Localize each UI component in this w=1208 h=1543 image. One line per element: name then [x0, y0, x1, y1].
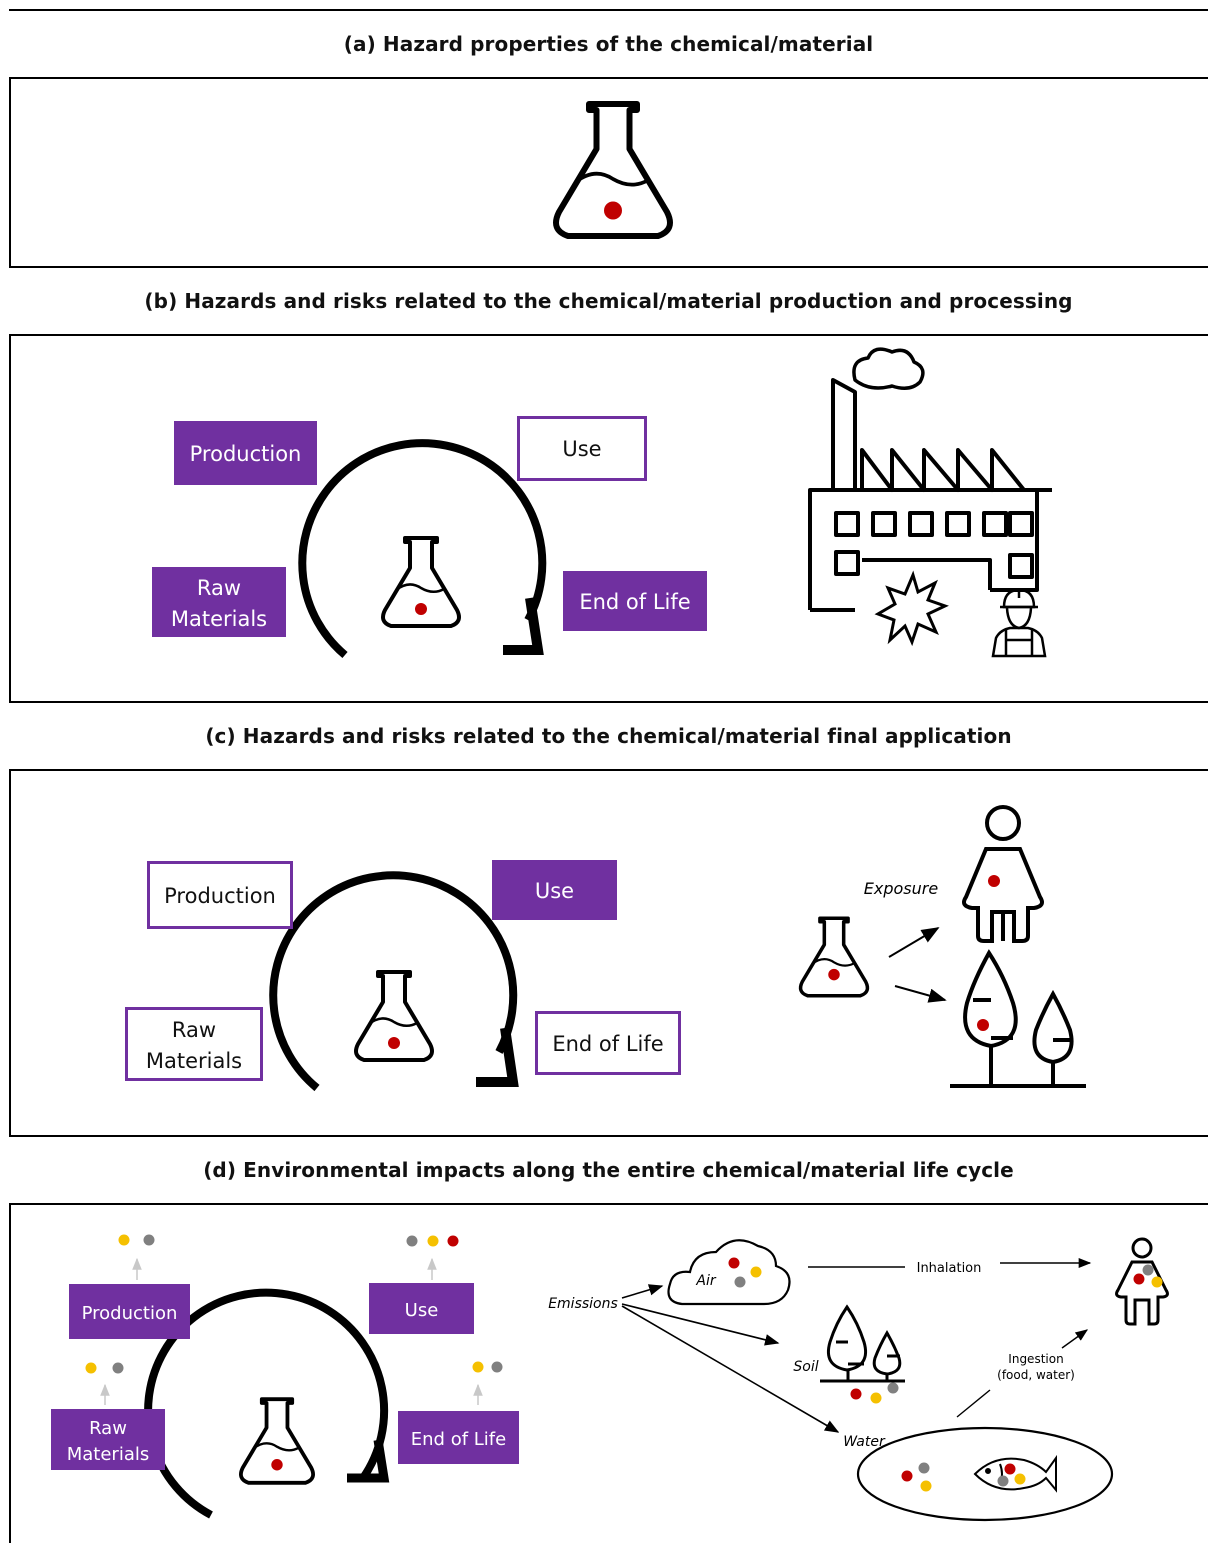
- particle-dot: [1004, 1463, 1016, 1475]
- person-icon: [1115, 1237, 1169, 1326]
- lifecycle-arrow: [269, 871, 519, 1092]
- production-box: Production: [147, 861, 293, 929]
- end-of-life-box: End of Life: [535, 1011, 681, 1075]
- use-box: Use: [517, 416, 647, 481]
- arrow-to-soil: [621, 1303, 780, 1346]
- section-d-title: (d) Environmental impacts along the enti…: [203, 1158, 1014, 1182]
- raw-label-line2: Materials: [146, 1049, 242, 1073]
- particle-dot: [918, 1462, 930, 1474]
- use-emissions: [406, 1235, 459, 1280]
- ingestion-line: [956, 1389, 991, 1418]
- worker-icon: [991, 588, 1047, 658]
- flask-icon: [239, 1397, 315, 1485]
- production-box: Production: [69, 1284, 190, 1339]
- factory-icon: [808, 347, 1052, 612]
- section-c-header: (c) Hazards and risks related to the che…: [9, 701, 1208, 771]
- cloud-icon: [667, 1239, 791, 1306]
- raw-materials-box: Raw Materials: [152, 567, 286, 637]
- emissions-label: Emissions: [548, 1296, 618, 1312]
- use-label: Use: [535, 879, 574, 903]
- flask-icon: [381, 536, 461, 628]
- particle-dot: [977, 1019, 989, 1031]
- particle-dot: [850, 1388, 862, 1400]
- use-box: Use: [492, 860, 617, 920]
- fish-icon: [973, 1454, 1057, 1493]
- particle-dot: [1133, 1273, 1145, 1285]
- particle-dot: [1014, 1473, 1026, 1485]
- section-a-header: (a) Hazard properties of the chemical/ma…: [9, 9, 1208, 79]
- soil-label: Soil: [793, 1359, 818, 1375]
- raw-label-line2: Materials: [67, 1444, 150, 1465]
- flask-icon: [553, 101, 673, 239]
- raw-materials-box: Raw Materials: [125, 1007, 263, 1081]
- production-label: Production: [164, 884, 276, 908]
- production-emissions: [118, 1234, 155, 1280]
- exposure-arrow-human: [888, 927, 940, 958]
- arrow-to-water: [621, 1305, 840, 1433]
- particle-dot: [988, 875, 1000, 887]
- ingestion-arrow: [1061, 1329, 1089, 1349]
- production-label: Production: [190, 442, 302, 466]
- raw-label-line1: Raw: [89, 1418, 127, 1439]
- water-label: Water: [843, 1434, 886, 1450]
- particle-dot: [887, 1382, 899, 1394]
- particle-dot: [997, 1475, 1009, 1487]
- production-box: Production: [174, 421, 317, 485]
- particle-dot: [750, 1266, 762, 1278]
- section-c-title: (c) Hazards and risks related to the che…: [205, 724, 1012, 748]
- inhalation-label: Inhalation: [917, 1261, 982, 1276]
- particle-dot: [920, 1480, 932, 1492]
- end-of-life-label: End of Life: [552, 1032, 663, 1056]
- particle-dot: [901, 1470, 913, 1482]
- end-of-life-label: End of Life: [579, 590, 690, 614]
- particle-dot: [734, 1276, 746, 1288]
- raw-materials-emissions: [85, 1362, 124, 1405]
- section-b-title: (b) Hazards and risks related to the che…: [144, 289, 1073, 313]
- particle-dot: [1151, 1276, 1163, 1288]
- ingestion-label-line2: (food, water): [997, 1368, 1075, 1382]
- raw-label-line1: Raw: [172, 1018, 216, 1042]
- section-b-header: (b) Hazards and risks related to the che…: [9, 266, 1208, 336]
- section-d-header: (d) Environmental impacts along the enti…: [9, 1135, 1208, 1205]
- lifecycle-arrow: [298, 439, 547, 659]
- air-label: Air: [695, 1273, 716, 1289]
- exposure-label: Exposure: [864, 879, 939, 898]
- exposure-arrow-environment: [894, 985, 947, 1003]
- end-of-life-box: End of Life: [563, 571, 707, 631]
- ingestion-label-line1: Ingestion: [1008, 1352, 1063, 1366]
- end-of-life-box: End of Life: [398, 1411, 519, 1464]
- flask-icon: [354, 970, 434, 1062]
- end-of-life-emissions: [472, 1361, 503, 1405]
- explosion-icon: [874, 570, 949, 647]
- raw-label-line1: Raw: [197, 576, 241, 600]
- end-of-life-label: End of Life: [411, 1429, 506, 1450]
- raw-label-line2: Materials: [171, 607, 267, 631]
- trees-icon: [820, 1304, 905, 1383]
- raw-materials-box: Raw Materials: [51, 1409, 165, 1470]
- use-label: Use: [405, 1300, 439, 1321]
- trees-icon: [950, 949, 1086, 1088]
- particle-dot: [870, 1392, 882, 1404]
- section-a-title: (a) Hazard properties of the chemical/ma…: [343, 32, 874, 56]
- flask-icon: [798, 916, 870, 998]
- use-box: Use: [369, 1283, 474, 1334]
- particle-dot: [1142, 1264, 1154, 1276]
- production-label: Production: [82, 1303, 178, 1324]
- arrow-to-air: [621, 1284, 664, 1299]
- particle-dot: [728, 1257, 740, 1269]
- water-body: [856, 1426, 1114, 1522]
- use-label: Use: [562, 437, 601, 461]
- person-icon: [962, 805, 1044, 943]
